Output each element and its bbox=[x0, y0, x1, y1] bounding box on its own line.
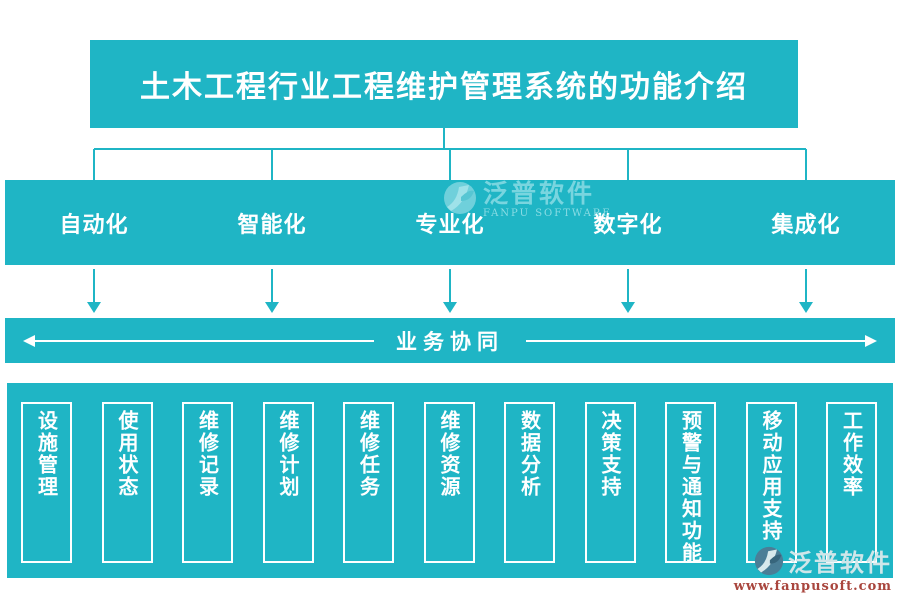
down-arrow-icons bbox=[87, 302, 813, 313]
fanpu-brand-text: 泛普软件 bbox=[788, 548, 892, 577]
fanpu-url-text: www.fanpusoft.com bbox=[733, 579, 892, 594]
fanpu-brand-subtitle: FANPU SOFTWARE bbox=[483, 208, 612, 219]
right-arrowhead-icon bbox=[865, 334, 877, 347]
feature-digitalization: 数字化 bbox=[593, 211, 663, 238]
modules-band: 设施管理 使用状态 维修记录 维修计划 维修任务 维修资源 数据分析 决策支持 … bbox=[7, 383, 893, 578]
fanpu-brand-text: 泛普软件 bbox=[483, 179, 596, 208]
fanpu-watermark-bottom-right: 泛普软件 www.fanpusoft.com bbox=[734, 543, 892, 594]
feature-professionalism: 专业化 bbox=[415, 211, 485, 238]
module-facility-management: 设施管理 bbox=[21, 402, 72, 563]
left-arrowhead-icon bbox=[23, 334, 35, 347]
fanpu-watermark-center: 泛普软件 FANPU SOFTWARE bbox=[443, 181, 612, 219]
fanpu-logo-icon bbox=[754, 546, 784, 576]
module-alert-notification: 预警与通知功能 bbox=[665, 402, 716, 564]
module-repair-tasks: 维修任务 bbox=[343, 402, 394, 563]
arrow-line-right bbox=[526, 339, 865, 342]
feature-intelligence: 智能化 bbox=[237, 211, 307, 238]
collaboration-band: 业务协同 bbox=[5, 318, 895, 363]
module-usage-status: 使用状态 bbox=[101, 402, 153, 563]
fanpu-logo-icon bbox=[443, 181, 477, 215]
feature-integration: 集成化 bbox=[771, 211, 841, 238]
module-repair-resources: 维修资源 bbox=[423, 402, 475, 563]
module-repair-plan: 维修计划 bbox=[262, 402, 314, 563]
module-data-analysis: 数据分析 bbox=[504, 402, 555, 563]
diagram-title: 土木工程行业工程维护管理系统的功能介绍 bbox=[140, 70, 748, 105]
diagram-title-box: 土木工程行业工程维护管理系统的功能介绍 bbox=[90, 40, 798, 128]
module-work-efficiency: 工作效率 bbox=[826, 402, 877, 563]
collaboration-label: 业务协同 bbox=[396, 328, 504, 354]
module-mobile-app-support: 移动应用支持 bbox=[745, 402, 797, 563]
module-decision-support: 决策支持 bbox=[584, 402, 636, 563]
module-repair-records: 维修记录 bbox=[182, 402, 233, 563]
arrow-line-left bbox=[35, 339, 374, 342]
feature-automation: 自动化 bbox=[59, 211, 129, 238]
